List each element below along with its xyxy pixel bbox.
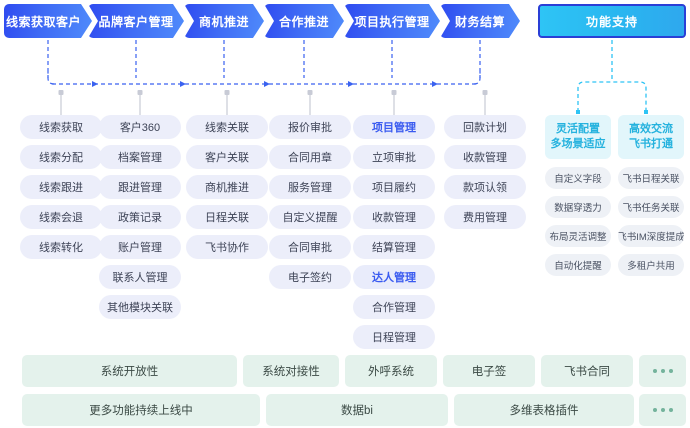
feature-pill[interactable]: 线索关联: [186, 115, 268, 139]
flow-stage-label: 财务结算: [454, 14, 505, 29]
feature-pill[interactable]: 合作管理: [353, 295, 435, 319]
flow-stage-5[interactable]: 财务结算: [440, 4, 520, 38]
feature-pill[interactable]: 项目履约: [353, 175, 435, 199]
feature-column-customer: 客户360 档案管理跟进管理政策记录账户管理联系人管理其他模块关联: [99, 115, 181, 325]
support-pill[interactable]: 数据穿透力: [545, 196, 611, 218]
ellipsis-icon: [652, 369, 673, 373]
more-options-icon[interactable]: [639, 355, 686, 387]
flow-stage-1[interactable]: 品牌客户管理: [88, 4, 184, 38]
flow-stage-2[interactable]: 商机推进: [184, 4, 264, 38]
feature-pill[interactable]: 合同审批: [269, 235, 351, 259]
support-pill[interactable]: 飞书IM深度提成: [618, 225, 684, 247]
feature-pill[interactable]: 线索获取: [20, 115, 102, 139]
support-group-header-line2: 飞书打通: [629, 138, 673, 150]
feature-pill[interactable]: 客户关联: [186, 145, 268, 169]
feature-pill[interactable]: 款项认领: [444, 175, 526, 199]
bottom-row-1: 系统开放性系统对接性外呼系统电子签飞书合同: [0, 355, 690, 387]
feature-pill[interactable]: 线索转化: [20, 235, 102, 259]
flow-stage-4[interactable]: 项目执行管理: [344, 4, 440, 38]
feature-pill[interactable]: 客户360: [99, 115, 181, 139]
support-pill[interactable]: 自动化提醒: [545, 254, 611, 276]
feature-pill[interactable]: 回款计划: [444, 115, 526, 139]
feature-pill[interactable]: 飞书协作: [186, 235, 268, 259]
feature-pill[interactable]: 合同用章: [269, 145, 351, 169]
feature-column-lead: 线索获取线索分配线索跟进线索会退线索转化: [20, 115, 102, 265]
support-group-header-line1: 灵活配置: [556, 123, 600, 135]
feature-pill[interactable]: 线索分配: [20, 145, 102, 169]
feature-pill[interactable]: 立项审批: [353, 145, 435, 169]
feature-column-project: 项目管理立项审批项目履约收款管理结算管理达人管理合作管理日程管理: [353, 115, 435, 355]
bottom-cell[interactable]: 电子签: [443, 355, 535, 387]
feature-pill[interactable]: 账户管理: [99, 235, 181, 259]
feature-pill[interactable]: 线索会退: [20, 205, 102, 229]
more-options-icon[interactable]: [639, 394, 686, 426]
feature-pill[interactable]: 收款管理: [353, 205, 435, 229]
feature-pill[interactable]: 报价审批: [269, 115, 351, 139]
support-group-header[interactable]: 高效交流飞书打通: [618, 115, 684, 159]
support-button-label: 功能支持: [585, 14, 638, 29]
feature-pill[interactable]: 达人管理: [353, 265, 435, 289]
feature-pill[interactable]: 服务管理: [269, 175, 351, 199]
bottom-cell[interactable]: 外呼系统: [345, 355, 437, 387]
support-pill[interactable]: 飞书日程关联: [618, 167, 684, 189]
feature-pill[interactable]: 电子签约: [269, 265, 351, 289]
feature-pill[interactable]: 政策记录: [99, 205, 181, 229]
feature-pill[interactable]: 联系人管理: [99, 265, 181, 289]
support-pill[interactable]: 飞书任务关联: [618, 196, 684, 218]
feature-pill[interactable]: 跟进管理: [99, 175, 181, 199]
flow-stage-label: 合作推进: [278, 14, 329, 29]
feature-column-cooperation: 报价审批合同用章服务管理自定义提醒合同审批电子签约: [269, 115, 351, 295]
ellipsis-icon: [652, 408, 673, 412]
feature-pill[interactable]: 档案管理: [99, 145, 181, 169]
support-pill[interactable]: 自定义字段: [545, 167, 611, 189]
feature-pill[interactable]: 其他模块关联: [99, 295, 181, 319]
feature-pill[interactable]: 自定义提醒: [269, 205, 351, 229]
flow-stage-3[interactable]: 合作推进: [264, 4, 344, 38]
feature-pill[interactable]: 商机推进: [186, 175, 268, 199]
feature-pill[interactable]: 日程关联: [186, 205, 268, 229]
support-group-header-line2: 多场景适应: [550, 138, 606, 150]
feature-column-finance: 回款计划收款管理款项认领费用管理: [444, 115, 526, 235]
flow-stage-0[interactable]: 线索获取客户: [4, 4, 92, 38]
bottom-cell[interactable]: 多维表格插件: [454, 394, 634, 426]
bottom-cell[interactable]: 系统对接性: [243, 355, 339, 387]
support-group-flexible-config: 灵活配置多场景适应自定义字段数据穿透力布局灵活调整自动化提醒: [545, 115, 611, 283]
feature-pill[interactable]: 结算管理: [353, 235, 435, 259]
support-button[interactable]: 功能支持: [538, 4, 686, 38]
feature-pill[interactable]: 费用管理: [444, 205, 526, 229]
support-pill[interactable]: 布局灵活调整: [545, 225, 611, 247]
flow-stage-label: 项目执行管理: [354, 14, 430, 29]
feature-pill[interactable]: 线索跟进: [20, 175, 102, 199]
support-group-efficient-comm: 高效交流飞书打通飞书日程关联飞书任务关联飞书IM深度提成多租户共用: [618, 115, 684, 283]
support-group-header-line1: 高效交流: [629, 123, 673, 135]
feature-pill[interactable]: 日程管理: [353, 325, 435, 349]
support-pill[interactable]: 多租户共用: [618, 254, 684, 276]
bottom-cell[interactable]: 更多功能持续上线中: [22, 394, 260, 426]
bottom-cell[interactable]: 飞书合同: [541, 355, 633, 387]
flow-stage-label: 品牌客户管理: [98, 14, 174, 29]
flow-stage-label: 商机推进: [198, 14, 249, 29]
support-group-header[interactable]: 灵活配置多场景适应: [545, 115, 611, 159]
flow-stage-label: 线索获取客户: [5, 14, 81, 29]
bottom-cell[interactable]: 系统开放性: [22, 355, 237, 387]
feature-pill[interactable]: 项目管理: [353, 115, 435, 139]
feature-pill[interactable]: 收款管理: [444, 145, 526, 169]
feature-column-opportunity: 线索关联客户关联商机推进日程关联飞书协作: [186, 115, 268, 265]
bottom-cell[interactable]: 数据bi: [266, 394, 448, 426]
